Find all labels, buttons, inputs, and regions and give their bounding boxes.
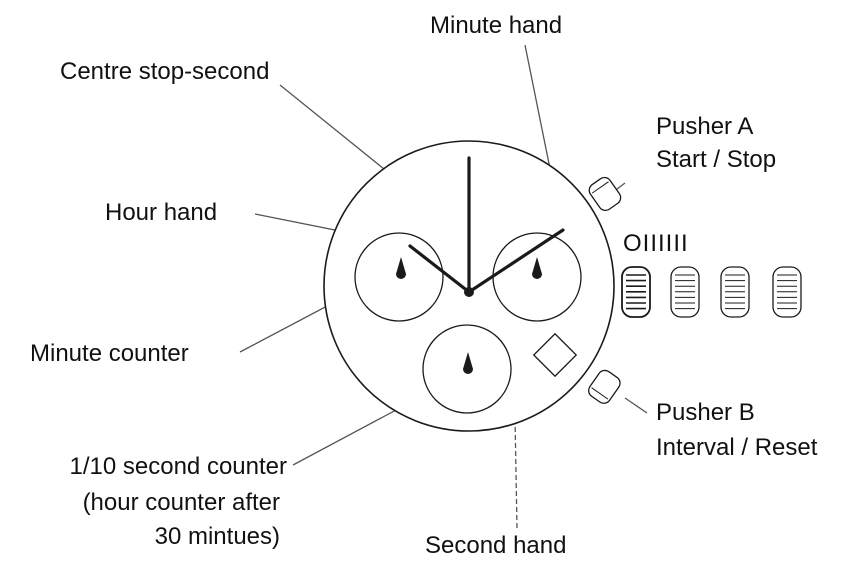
pusher-icon	[588, 369, 621, 404]
tenth-second-counter-dial	[422, 324, 512, 414]
label-pusher-b-function: Interval / Reset	[656, 434, 818, 461]
crown-icon	[670, 266, 700, 318]
pusher-icon	[588, 176, 622, 212]
hour-hand	[408, 244, 471, 294]
tenth-second-counter-pointer	[463, 352, 473, 374]
minute-hand	[467, 228, 565, 294]
pusher-b[interactable]	[586, 368, 623, 406]
label-tenth-second-counter: 1/10 second counter	[69, 453, 288, 480]
label-pusher-a-function: Start / Stop	[656, 146, 777, 173]
small-seconds-pointer	[532, 257, 542, 279]
label-tenth-second-note-1: (hour counter after	[82, 489, 280, 516]
minute-counter-pointer	[396, 257, 406, 279]
date-window	[532, 332, 578, 378]
crown-icon	[720, 266, 750, 318]
label-crown-positions: OIIIIII	[623, 230, 689, 257]
crown-icon	[772, 266, 802, 318]
label-centre-stop-second: Centre stop-second	[60, 58, 270, 85]
leader-pusher-b	[624, 397, 648, 414]
pusher-b-ridge	[591, 387, 609, 400]
main-hands	[408, 156, 565, 294]
pusher-a[interactable]	[587, 175, 624, 213]
label-pusher-b-name: Pusher B	[656, 399, 755, 426]
crown-positions	[621, 266, 802, 318]
label-minute-hand: Minute hand	[430, 12, 563, 39]
crown-icon	[621, 266, 651, 318]
label-tenth-second-note-2: 30 mintues)	[154, 523, 280, 550]
hands-pivot	[464, 287, 474, 297]
label-pusher-a-name: Pusher A	[656, 113, 754, 140]
label-minute-counter: Minute counter	[30, 340, 189, 367]
label-hour-hand: Hour hand	[105, 199, 218, 226]
label-second-hand: Second hand	[425, 532, 567, 559]
minute-counter-dial	[354, 232, 444, 322]
pusher-a-ridge	[591, 181, 609, 194]
